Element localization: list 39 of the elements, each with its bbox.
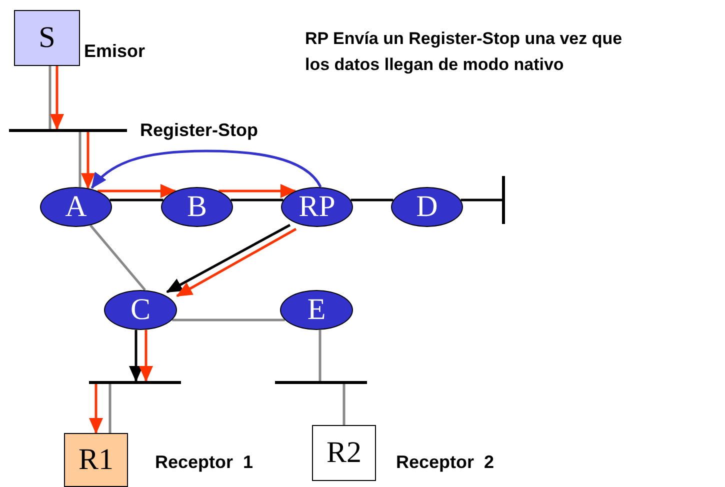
arrow bbox=[166, 224, 291, 294]
connector-line bbox=[110, 198, 164, 202]
connector-line bbox=[318, 330, 322, 381]
connector-line bbox=[90, 224, 146, 291]
edge-label: Register-Stop bbox=[140, 120, 258, 141]
router-node: D bbox=[391, 187, 463, 227]
connector-line bbox=[78, 132, 82, 188]
host-caption: Emisor bbox=[84, 41, 146, 62]
router-node: A bbox=[40, 187, 112, 227]
arrow bbox=[50, 66, 64, 130]
connector-line bbox=[108, 384, 112, 433]
connector-line bbox=[460, 198, 502, 202]
host-box: S bbox=[14, 10, 80, 66]
arrow bbox=[176, 228, 297, 298]
host-box: R1 bbox=[64, 433, 128, 487]
network-segment-bar bbox=[89, 381, 181, 384]
router-node: E bbox=[280, 290, 353, 330]
connector-line bbox=[230, 198, 284, 202]
network-segment-bar bbox=[9, 129, 127, 132]
host-caption: Receptor 2 bbox=[396, 452, 494, 473]
network-segment-bar bbox=[502, 176, 505, 224]
arrow bbox=[98, 184, 176, 198]
router-node: B bbox=[161, 187, 233, 227]
router-node: C bbox=[104, 290, 177, 330]
arrow bbox=[218, 184, 296, 198]
arrow bbox=[89, 384, 103, 434]
connector-line bbox=[342, 384, 346, 425]
arrow bbox=[129, 330, 143, 382]
host-box: R2 bbox=[312, 425, 376, 481]
connector-line bbox=[48, 66, 52, 129]
arrow bbox=[139, 330, 153, 382]
connector-line bbox=[350, 198, 394, 202]
arrow bbox=[81, 132, 95, 190]
network-segment-bar bbox=[275, 381, 367, 384]
diagram-title: RP Envía un Register-Stop una vez que los datos llegan de modo nativo bbox=[305, 28, 624, 76]
host-caption: Receptor 1 bbox=[155, 452, 254, 473]
arrow bbox=[90, 150, 322, 189]
router-node: RP bbox=[281, 187, 353, 227]
connector-line bbox=[172, 318, 285, 322]
